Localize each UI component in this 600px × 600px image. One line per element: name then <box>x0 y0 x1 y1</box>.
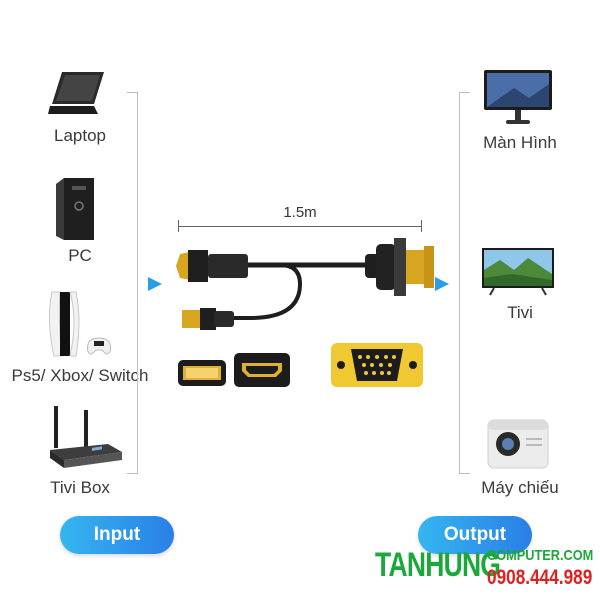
tv-label: Tivi <box>507 303 533 322</box>
brand-name: TANHUNG <box>375 546 501 584</box>
brand-phone: 0908.444.989 <box>487 566 593 589</box>
input-arrow-icon <box>148 277 162 291</box>
tv-icon <box>482 248 554 296</box>
projector-icon <box>487 419 549 469</box>
dimension-tick-left <box>178 220 179 232</box>
output-arrow-icon <box>435 277 449 291</box>
pc-label: PC <box>68 246 92 265</box>
brand-site: COMPUTER.COM <box>487 547 594 564</box>
input-bracket <box>127 92 138 474</box>
monitor-label: Màn Hình <box>483 133 557 152</box>
length-label: 1.5m <box>283 204 317 221</box>
laptop-icon <box>48 72 104 114</box>
hdmi-vga-cable-icon <box>176 238 434 330</box>
vga-port-icon <box>331 343 423 387</box>
input-button[interactable]: Input <box>60 516 174 554</box>
dimension-tick-right <box>421 220 422 232</box>
console-label: Ps5/ Xbox/ Switch <box>11 366 149 385</box>
hdmi-port-icon <box>234 353 290 387</box>
tvbox-label: Tivi Box <box>50 478 110 497</box>
console-icon <box>48 291 111 357</box>
pc-tower-icon <box>56 178 94 240</box>
output-button[interactable]: Output <box>418 516 532 554</box>
output-bracket <box>459 92 470 474</box>
laptop-label: Laptop <box>54 126 106 145</box>
usb-port-icon <box>178 360 226 386</box>
projector-label: Máy chiếu <box>481 478 559 497</box>
tv-box-router-icon <box>50 406 122 468</box>
length-dimension-line <box>178 226 422 227</box>
monitor-icon <box>484 70 552 124</box>
